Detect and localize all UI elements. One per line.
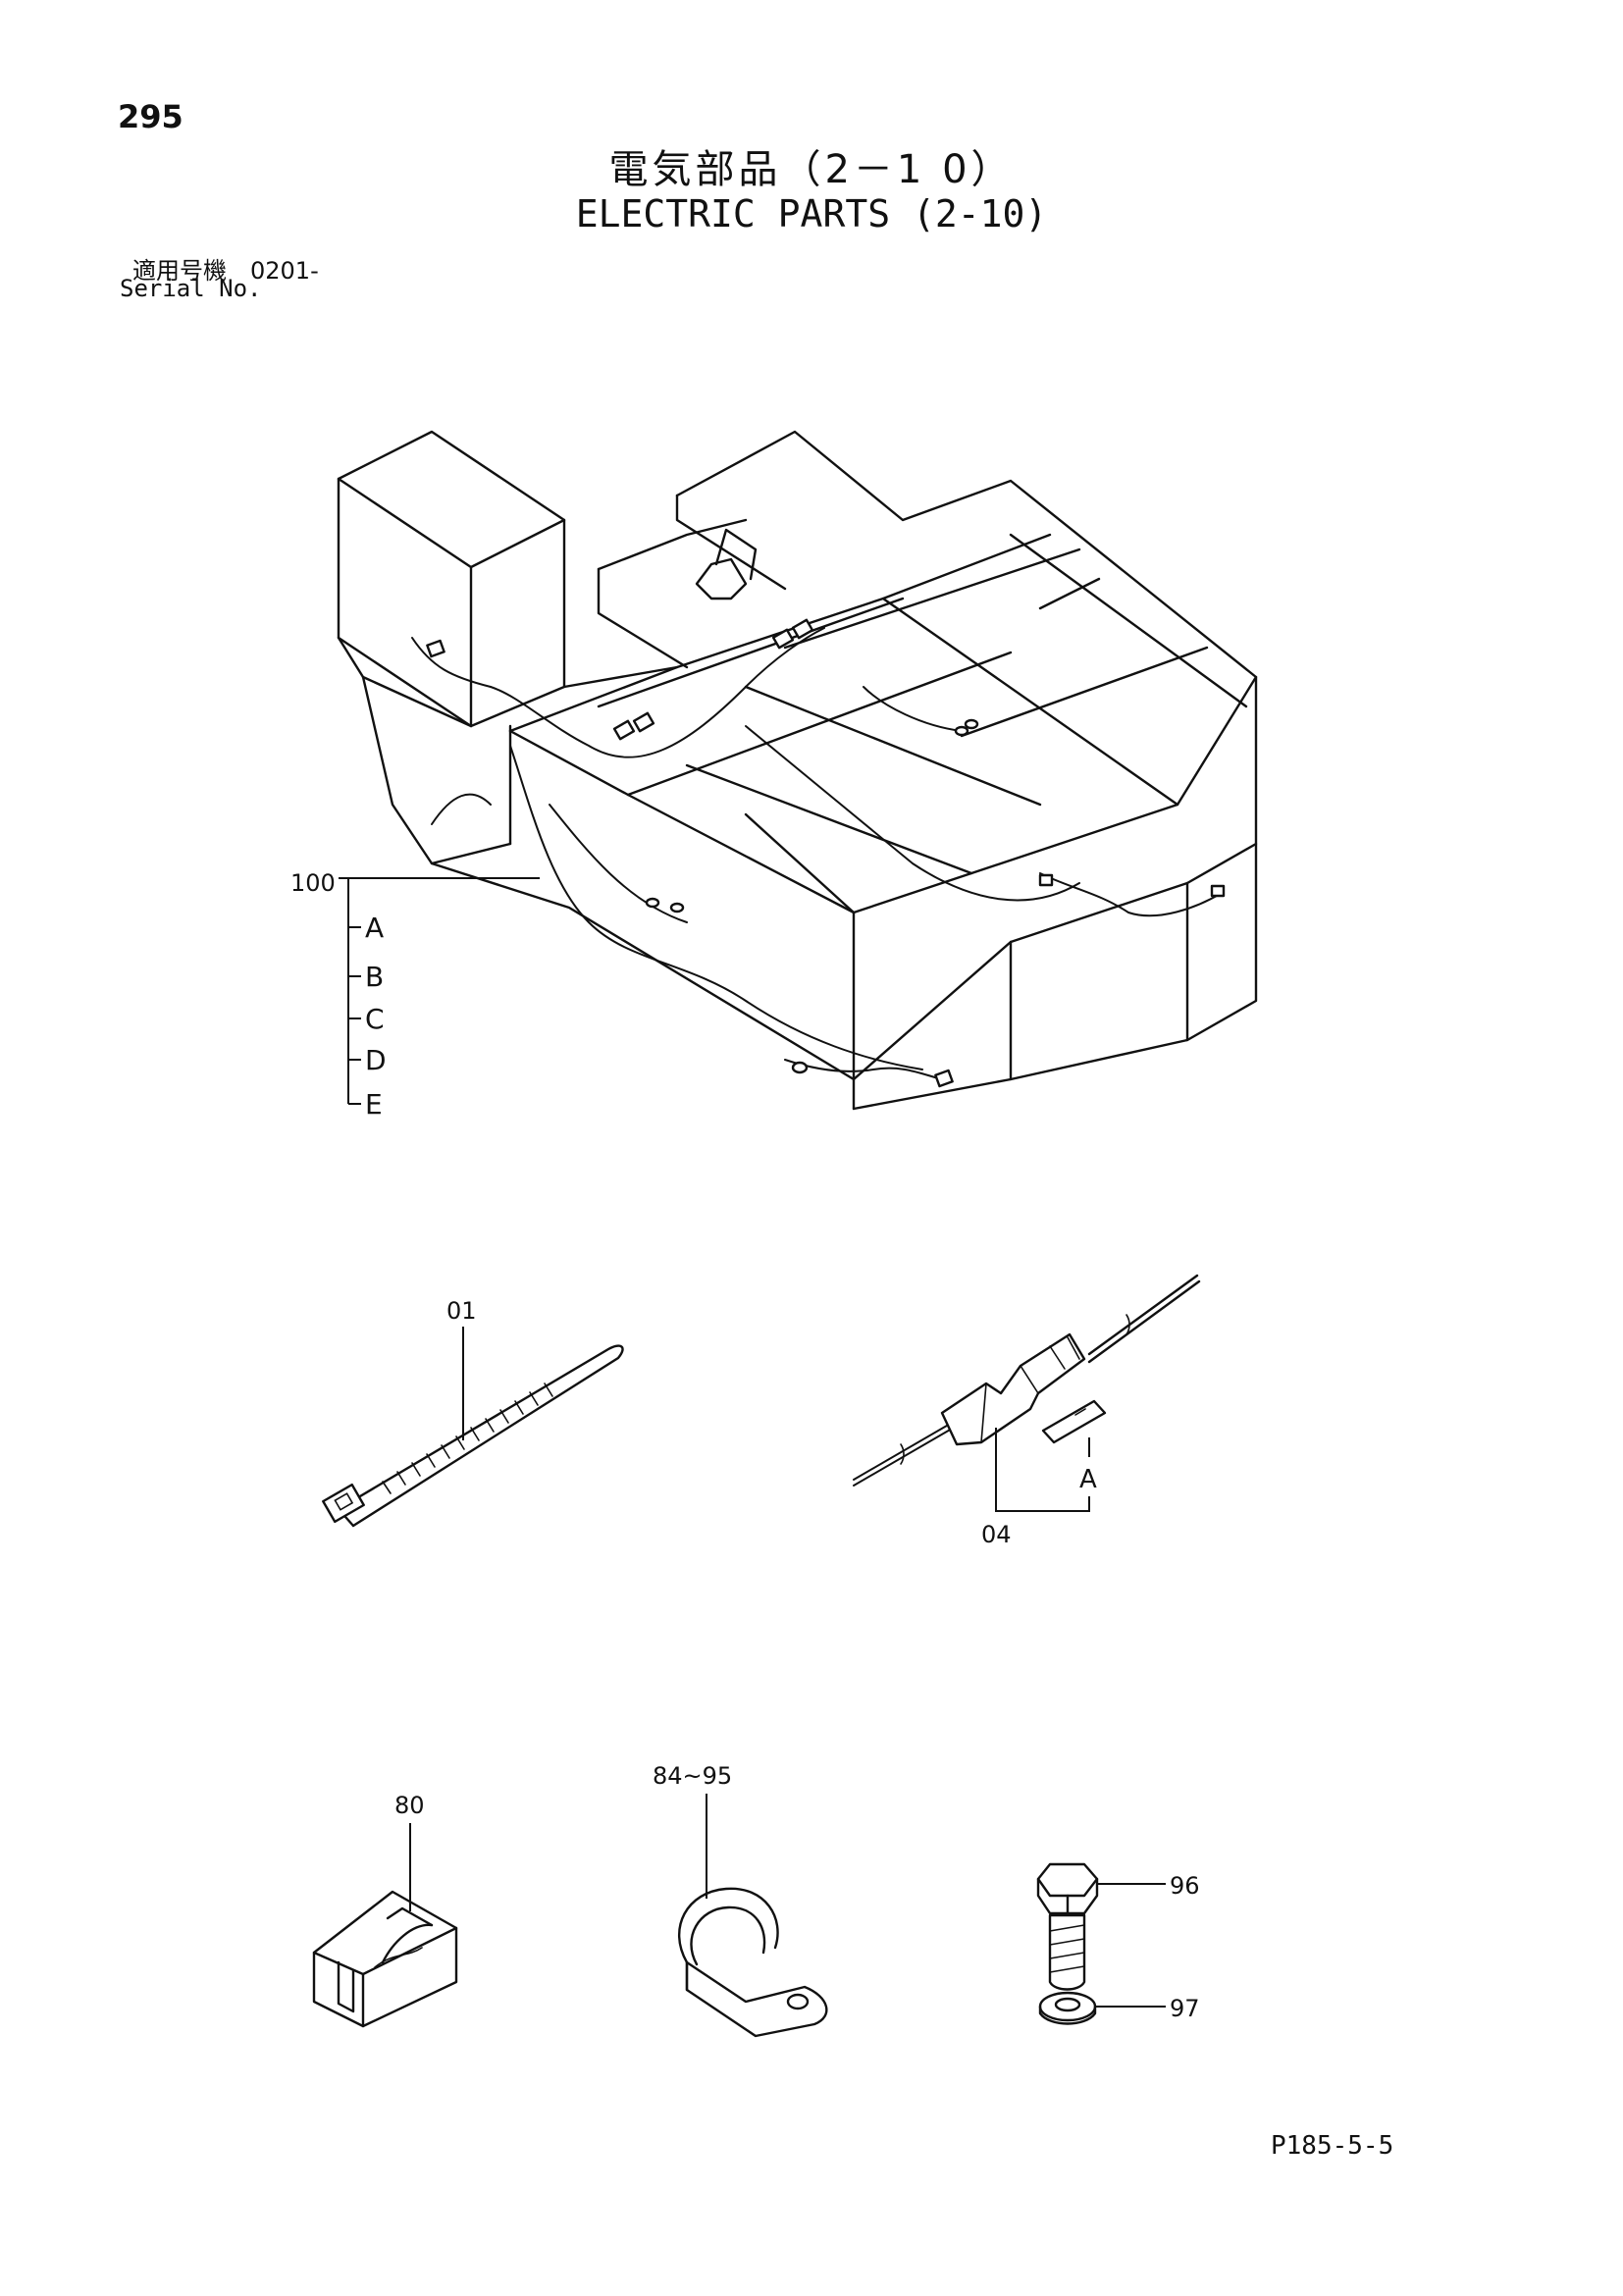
connector-drawing: 04 A (853, 1274, 1201, 1548)
bolt-drawing: 96 (1036, 1862, 1200, 1991)
branch-e-label: E (365, 1088, 383, 1121)
connector-pin-label: A (1079, 1465, 1097, 1494)
clip-drawing: 80 (312, 1792, 458, 2028)
washer-drawing: 97 (1038, 1991, 1200, 2025)
callout-04-label: 04 (981, 1521, 1012, 1548)
callout-96-label: 96 (1170, 1872, 1200, 1900)
serial-label-english: Serial No. (120, 275, 262, 302)
wiring-harness-drawing (411, 618, 1226, 1088)
cable-tie-drawing: 01 (322, 1297, 624, 1528)
clamp-drawing: 84~95 (653, 1762, 828, 2038)
branch-d-label: D (365, 1044, 387, 1076)
branch-b-label: B (365, 961, 384, 993)
callout-80-label: 80 (394, 1792, 425, 1819)
callout-97-label: 97 (1170, 1995, 1200, 2022)
callout-harness: 100 A B C D E (290, 869, 540, 1121)
callout-100-label: 100 (290, 869, 336, 897)
page-title-japanese: 電気部品（2－1 0） (608, 147, 1015, 192)
serial-label-japanese: 適用号機 0201- (132, 257, 319, 285)
page-code: P185-5-5 (1271, 2131, 1394, 2161)
upper-frame-drawing (337, 430, 1258, 1111)
branch-a-label: A (365, 912, 384, 944)
callout-01-label: 01 (446, 1297, 477, 1325)
page-title-english: ELECTRIC PARTS (2-10) (575, 192, 1048, 235)
callout-84-95-label: 84~95 (653, 1762, 732, 1790)
page-number: 295 (118, 98, 183, 135)
branch-c-label: C (365, 1003, 385, 1035)
